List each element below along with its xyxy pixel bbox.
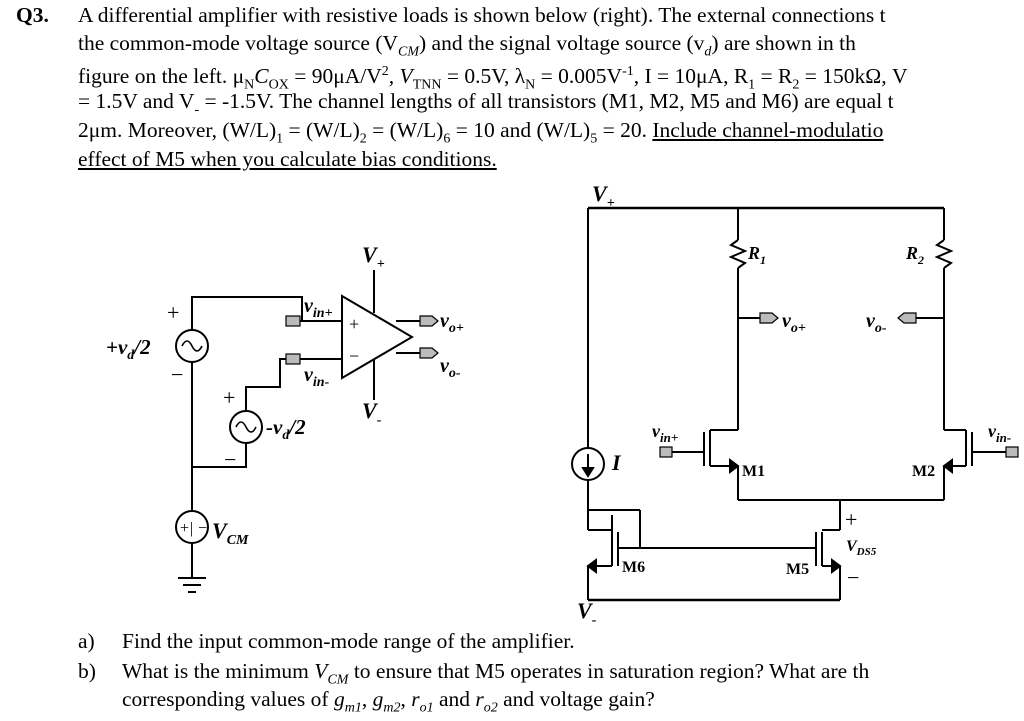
- svg-text:vin+: vin+: [652, 421, 678, 445]
- transistor-m6: [586, 509, 641, 600]
- left-figure: [175, 270, 439, 593]
- svg-text:M5: M5: [786, 561, 809, 578]
- svg-text:|: |: [190, 520, 193, 537]
- svg-text:vin-: vin-: [988, 421, 1011, 445]
- svg-text:V+: V+: [362, 242, 385, 272]
- resistor-r1: [728, 239, 748, 269]
- svg-text:M6: M6: [622, 559, 645, 576]
- svg-text:M1: M1: [742, 463, 765, 480]
- svg-text:VCM: VCM: [212, 518, 249, 548]
- svg-text:vo+: vo+: [440, 310, 464, 336]
- question-line-2: the common-mode voltage source (VCM) and…: [78, 31, 856, 60]
- right-figure: [571, 206, 1019, 602]
- part-a: a) Find the input common-mode range of t…: [78, 629, 575, 653]
- part-b-continued: corresponding values of gm1, gm2, ro1 an…: [122, 687, 655, 716]
- svg-text:vo-: vo-: [866, 310, 887, 336]
- svg-text:vo+: vo+: [782, 310, 806, 336]
- question-line-5: 2μm. Moreover, (W/L)1 = (W/L)2 = (W/L)6 …: [78, 118, 884, 147]
- svg-text:−: −: [171, 362, 183, 387]
- transistor-m2: [942, 429, 1019, 500]
- svg-text:+: +: [180, 520, 189, 537]
- question-line-3: figure on the left. μNCOX = 90μA/V2, VTN…: [78, 64, 908, 93]
- svg-text:vin+: vin+: [304, 295, 333, 321]
- left-labels: + − + − + | − + − +vd/2 -vd/2 VCM V+ V- …: [106, 242, 464, 548]
- svg-text:+vd/2: +vd/2: [106, 335, 151, 363]
- svg-text:+: +: [167, 300, 179, 325]
- question-line-1: Q3. A differential amplifier with resist…: [16, 3, 886, 27]
- question-number: Q3.: [16, 3, 49, 27]
- svg-text:−: −: [349, 346, 359, 366]
- svg-text:VDS5: VDS5: [846, 538, 877, 558]
- svg-text:V+: V+: [592, 181, 615, 211]
- svg-text:V-: V-: [577, 598, 597, 628]
- svg-text:R2: R2: [905, 243, 924, 267]
- part-b: b) What is the minimum VCM to ensure tha…: [78, 659, 870, 688]
- svg-text:+: +: [845, 507, 857, 532]
- transistor-m5: [815, 529, 842, 600]
- svg-text:−: −: [198, 520, 207, 537]
- svg-text:+: +: [349, 314, 359, 334]
- svg-text:-vd/2: -vd/2: [266, 415, 306, 443]
- svg-text:−: −: [224, 447, 236, 472]
- svg-text:I: I: [611, 450, 622, 475]
- question-line-4: = 1.5V and V- = -1.5V. The channel lengt…: [78, 89, 894, 118]
- question-line-6: effect of M5 when you calculate bias con…: [78, 147, 497, 171]
- svg-text:+: +: [223, 385, 235, 410]
- svg-text:R1: R1: [747, 243, 766, 267]
- svg-text:vo-: vo-: [440, 355, 461, 381]
- svg-text:vin-: vin-: [304, 364, 330, 390]
- svg-text:V-: V-: [362, 398, 382, 428]
- svg-text:M2: M2: [912, 463, 935, 480]
- right-labels: V+ V- R1 R2 vo+ vo- vin+ vin- I M1 M2 M6…: [577, 181, 1011, 628]
- svg-text:−: −: [847, 565, 859, 590]
- opamp-symbol: [341, 294, 414, 380]
- transistor-m1: [659, 429, 740, 500]
- resistor-r2: [934, 239, 954, 269]
